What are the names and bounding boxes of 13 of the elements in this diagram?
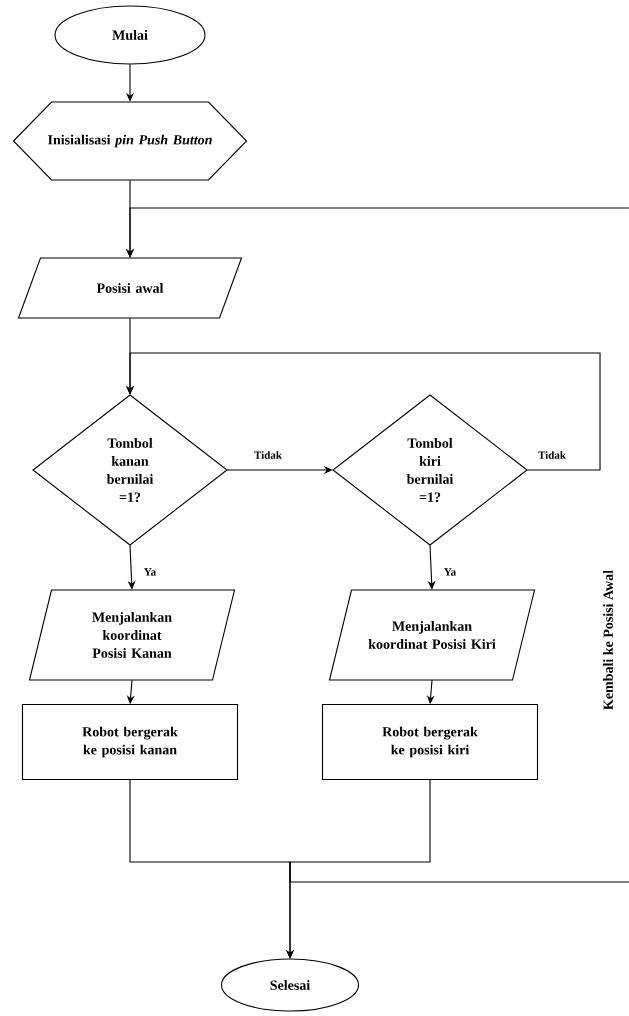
- input-parallelogram: Menjalankan koordinat Posisi Kanan: [28, 589, 236, 681]
- edge-label: Ya: [142, 567, 158, 577]
- terminal-oval: Selesai: [220, 958, 360, 1012]
- preparation-hexagon: Inisialisasi pin Push Button: [12, 101, 248, 181]
- input-parallelogram: Menjalankan koordinat Posisi Kiri: [328, 589, 536, 681]
- edge-label: Tidak: [537, 450, 567, 460]
- input-parallelogram: Posisi awal: [17, 257, 243, 319]
- process-box: Robot bergerak ke posisi kiri: [321, 703, 539, 781]
- process-box: Robot bergerak ke posisi kanan: [21, 703, 239, 781]
- edge-label: Ya: [442, 567, 458, 577]
- loop-label: Kembali ke Posisi Awal: [603, 570, 613, 710]
- edge-label: Tidak: [253, 450, 283, 460]
- terminal-oval: Mulai: [54, 5, 206, 65]
